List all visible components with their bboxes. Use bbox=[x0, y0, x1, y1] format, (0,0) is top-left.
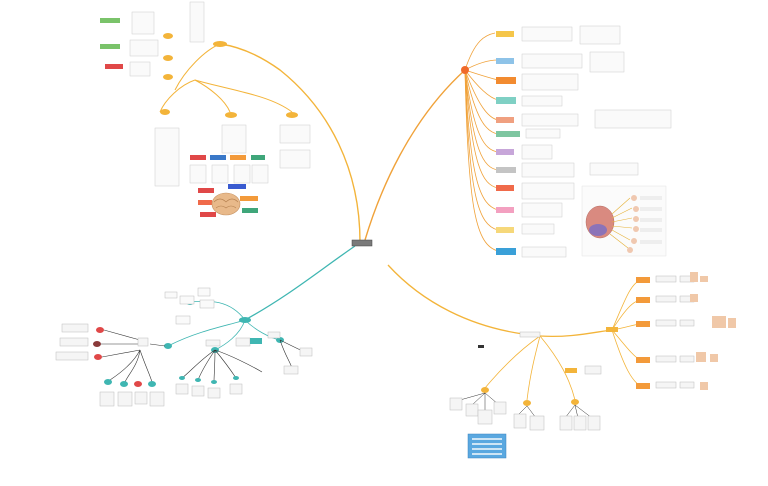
topic-node[interactable] bbox=[496, 185, 514, 191]
note-box[interactable] bbox=[521, 95, 563, 107]
note-box[interactable] bbox=[129, 39, 159, 57]
central-topic[interactable] bbox=[351, 239, 373, 247]
topic-node[interactable] bbox=[213, 41, 227, 47]
note-box[interactable] bbox=[131, 11, 155, 35]
topic-node[interactable] bbox=[225, 112, 237, 118]
branch-hub[interactable] bbox=[461, 66, 469, 74]
note-box[interactable] bbox=[521, 144, 553, 160]
topic-node[interactable] bbox=[100, 18, 120, 23]
topic-node[interactable] bbox=[636, 383, 650, 389]
note-box[interactable] bbox=[521, 162, 575, 178]
note-box[interactable] bbox=[589, 162, 639, 176]
note-box[interactable] bbox=[154, 127, 180, 187]
bottom-left-cluster bbox=[55, 287, 313, 407]
note-box[interactable] bbox=[521, 223, 555, 235]
topic-node[interactable] bbox=[190, 155, 206, 160]
note-box[interactable] bbox=[221, 124, 247, 154]
note-box[interactable] bbox=[233, 164, 251, 184]
note-box[interactable] bbox=[521, 73, 579, 91]
topic-node[interactable] bbox=[164, 343, 172, 349]
topic-node[interactable] bbox=[251, 155, 265, 160]
top-right-cluster bbox=[461, 25, 672, 258]
note-box[interactable] bbox=[211, 164, 229, 184]
note-box[interactable] bbox=[521, 182, 575, 200]
topic-node[interactable] bbox=[565, 368, 577, 373]
topic-node[interactable] bbox=[105, 64, 123, 69]
note-box[interactable] bbox=[279, 149, 311, 169]
label-chip bbox=[198, 188, 214, 193]
note-box[interactable] bbox=[521, 53, 583, 69]
topic-node[interactable] bbox=[286, 112, 298, 118]
note-box[interactable] bbox=[279, 124, 311, 144]
topic-node[interactable] bbox=[163, 33, 173, 39]
topic-node[interactable] bbox=[496, 207, 514, 213]
note-box[interactable] bbox=[251, 164, 269, 184]
topic-node[interactable] bbox=[496, 131, 520, 137]
topic-node[interactable] bbox=[239, 317, 251, 323]
branch-bottom-left bbox=[169, 245, 356, 351]
top-left-cluster bbox=[100, 1, 311, 217]
topic-node[interactable] bbox=[496, 227, 514, 233]
topic-node[interactable] bbox=[496, 58, 514, 64]
label-chip bbox=[200, 212, 216, 217]
topic-node[interactable] bbox=[100, 44, 120, 49]
note-box[interactable] bbox=[521, 246, 567, 258]
note-box[interactable] bbox=[189, 164, 207, 184]
branch-bottom-right bbox=[387, 264, 641, 401]
label-chip bbox=[242, 208, 258, 213]
note-box[interactable] bbox=[189, 1, 205, 43]
topic-node[interactable] bbox=[606, 327, 618, 332]
label-chip bbox=[240, 196, 258, 201]
label-chip bbox=[228, 184, 246, 189]
topic-node[interactable] bbox=[496, 31, 514, 37]
topic-node[interactable] bbox=[496, 167, 516, 173]
branch-top-left bbox=[159, 43, 361, 243]
topic-node[interactable] bbox=[496, 149, 514, 155]
label-chip bbox=[198, 200, 212, 205]
note-box[interactable] bbox=[579, 25, 621, 45]
topic-node[interactable] bbox=[163, 55, 173, 61]
topic-node[interactable] bbox=[230, 155, 246, 160]
topic-node[interactable] bbox=[636, 277, 650, 283]
note-box[interactable] bbox=[129, 61, 151, 77]
note-box[interactable] bbox=[521, 26, 573, 42]
note-box[interactable] bbox=[594, 109, 672, 129]
brain-image bbox=[211, 192, 241, 216]
topic-node[interactable] bbox=[160, 109, 170, 115]
bottom-right-cluster bbox=[449, 272, 736, 459]
topic-node[interactable] bbox=[496, 97, 516, 104]
note-box[interactable] bbox=[521, 113, 579, 127]
branch-top-right bbox=[364, 32, 499, 252]
note-box[interactable] bbox=[589, 51, 625, 73]
topic-node[interactable] bbox=[496, 77, 516, 84]
topic-node[interactable] bbox=[636, 321, 650, 327]
topic-node[interactable] bbox=[210, 155, 226, 160]
note-box[interactable] bbox=[521, 202, 563, 218]
topic-node[interactable] bbox=[163, 74, 173, 80]
topic-node[interactable] bbox=[496, 117, 514, 123]
topic-node[interactable] bbox=[636, 357, 650, 363]
topic-node[interactable] bbox=[636, 297, 650, 303]
topic-node[interactable] bbox=[496, 248, 516, 255]
note-box[interactable] bbox=[525, 128, 561, 139]
